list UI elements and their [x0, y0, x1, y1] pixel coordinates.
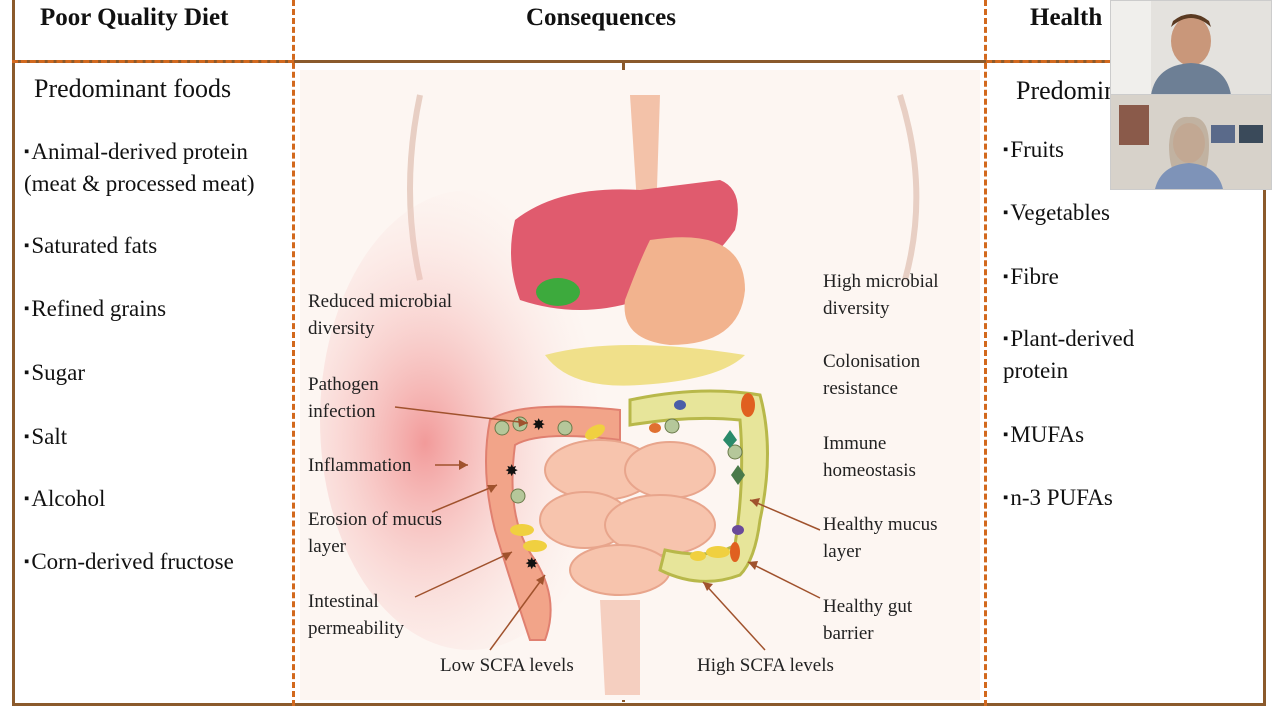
label-pathogen-infection: Pathogen infection	[308, 374, 379, 422]
arrow-heads	[459, 418, 760, 591]
digestive-system-illustration: ✸ ✸ ✸	[300, 70, 980, 700]
label-inflammation: Inflammation	[308, 455, 412, 476]
list-item: ▪Salt	[24, 424, 68, 449]
svg-text:✸: ✸	[532, 415, 545, 434]
list-item: ▪Saturated fats	[24, 233, 158, 258]
label-high-diversity: High microbial diversity	[823, 271, 939, 319]
list-item: ▪n-3 PUFAs	[1003, 485, 1113, 510]
svg-text:✸: ✸	[525, 554, 538, 573]
list-item: ▪Fibre	[1003, 264, 1059, 289]
pancreas	[545, 345, 745, 386]
label-colonisation-resistance: Colonisation resistance	[823, 351, 921, 399]
right-column-divider	[984, 0, 987, 706]
label-low-scfa: Low SCFA levels	[440, 655, 574, 676]
header-consequences: Consequences	[526, 4, 677, 31]
list-item: ▪MUFAs	[1003, 422, 1085, 447]
label-reduced-diversity: Reduced microbial diversity	[308, 291, 453, 339]
list-item: ▪Corn-derived fructose	[24, 549, 234, 574]
list-item: ▪Sugar	[24, 360, 85, 385]
stomach	[624, 237, 745, 345]
list-item: ▪Vegetables	[1003, 200, 1110, 225]
annotation-arrows	[394, 406, 821, 651]
label-erosion-mucus: Erosion of mucus layer	[308, 509, 443, 557]
label-intestinal-permeability: Intestinal permeability	[308, 591, 405, 639]
label-healthy-barrier: Healthy gut barrier	[823, 596, 913, 644]
header-poor-diet: Poor Quality Diet	[40, 4, 229, 31]
label-immune-homeostasis: Immune homeostasis	[823, 433, 916, 481]
microbes-right	[649, 393, 755, 562]
microbes-left: ✸ ✸ ✸	[494, 415, 605, 573]
left-subheading: Predominant foods	[34, 74, 232, 103]
list-item: ▪Fruits	[1003, 137, 1065, 162]
label-healthy-mucus: Healthy mucus layer	[823, 514, 938, 562]
slide-frame	[12, 0, 1266, 706]
small-intestine	[539, 439, 716, 596]
video-tile-participant-1[interactable]	[1110, 0, 1272, 96]
left-column-divider	[292, 0, 295, 706]
video-tile-participant-2[interactable]	[1110, 94, 1272, 190]
participant-2-video	[1111, 95, 1271, 189]
rectum	[600, 600, 640, 695]
large-intestine-left	[485, 405, 621, 641]
list-item: ▪Refined grains	[24, 296, 167, 321]
list-item: ▪Animal-derived protein(meat & processed…	[24, 139, 255, 196]
left-header-dash	[12, 60, 294, 63]
gallbladder	[536, 278, 580, 306]
list-item: ▪Alcohol	[24, 486, 106, 511]
svg-text:✸: ✸	[505, 461, 518, 480]
header-health: Health	[1030, 4, 1103, 31]
torso-outline	[897, 94, 920, 281]
participant-1-video	[1111, 1, 1271, 95]
header-divider	[12, 60, 1266, 63]
label-high-scfa: High SCFA levels	[697, 655, 834, 676]
